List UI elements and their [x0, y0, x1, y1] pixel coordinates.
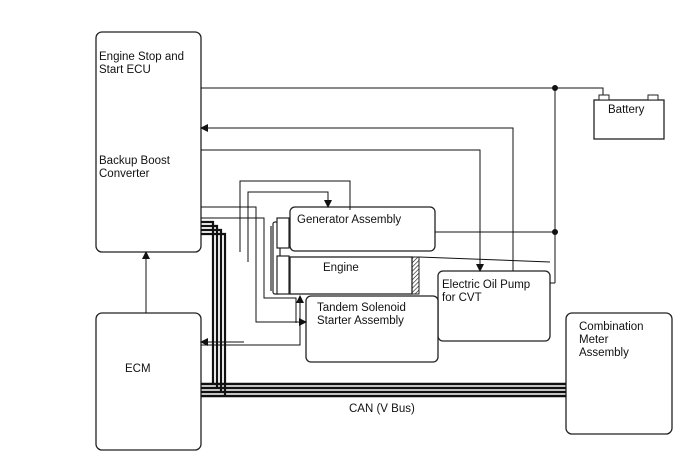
junction-dot [552, 229, 558, 235]
battery-terminal-pos [647, 94, 659, 101]
ecu-title: Engine Stop and Start ECU [99, 51, 185, 76]
battery-label: Battery [608, 104, 645, 116]
pulley-icon [270, 217, 290, 295]
junction-dot [552, 85, 558, 91]
ecm-label: ECM [125, 363, 151, 375]
generator-label: Generator Assembly [297, 214, 402, 226]
can-bus [201, 382, 566, 398]
engine-label: Engine [323, 262, 359, 274]
wire-bundle [201, 220, 227, 396]
wiring [142, 87, 604, 346]
battery-terminal-neg [598, 94, 610, 101]
generator-box [289, 206, 436, 252]
ecu-subtitle: Backup Boost Converter [99, 155, 170, 180]
engine-hatch [411, 256, 420, 295]
starter-box [305, 295, 439, 363]
combination-meter-label: Combination Meter Assembly [579, 321, 644, 359]
ecm-box [95, 312, 202, 451]
starter-label: Tandem Solenoid Starter Assembly [317, 302, 406, 327]
battery-box [593, 99, 665, 140]
oil-pump-label: Electric Oil Pump for CVT [442, 279, 531, 304]
can-bus-label: CAN (V Bus) [349, 403, 415, 415]
combination-meter-box [565, 312, 673, 435]
